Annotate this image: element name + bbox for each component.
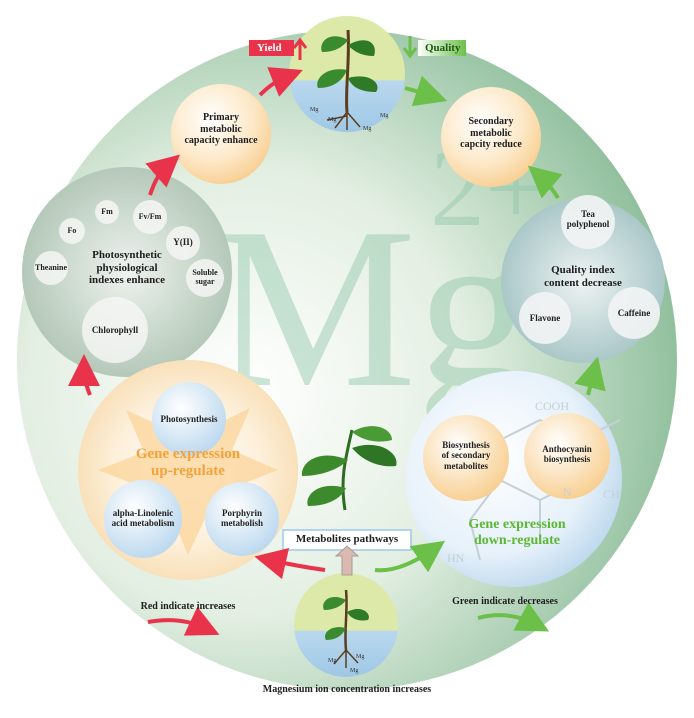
center-plant-leaf xyxy=(307,485,346,506)
anthocyanin-label: Anthocyanin biosynthesis xyxy=(542,444,592,465)
legend-green-text: Green indicate decreases xyxy=(452,596,558,607)
flavone-bubble xyxy=(519,292,571,344)
red-arrow-photo-to-primary xyxy=(145,154,181,196)
biosynthesis-bubble xyxy=(423,415,509,501)
tea-polyphenol-label: Tea polyphenol xyxy=(566,209,610,230)
center-plant-leaf xyxy=(352,426,392,442)
red-arrow-up-to-photo xyxy=(68,354,101,396)
fo-bubble xyxy=(59,218,85,244)
photosynthetic-circle xyxy=(22,167,232,377)
yield-label: Yield xyxy=(257,42,282,54)
anthocyanin-bubble xyxy=(524,413,610,499)
chlorophyll-bubble xyxy=(82,297,148,363)
gray-up-arrow xyxy=(334,545,360,576)
down-regulate-circle: COOH N CH HN xyxy=(406,371,622,587)
top-plant-leaf xyxy=(321,36,348,52)
theanine-label: Theanine xyxy=(34,263,67,272)
bottom-plant-leaf xyxy=(347,609,369,621)
quality-index-circle xyxy=(501,195,665,363)
green-arrow-down-to-quality xyxy=(574,356,606,396)
bottom-ion-label: Mg xyxy=(356,654,364,660)
molecule-label: N xyxy=(563,485,572,499)
up-regulate-title: Gene expression up-regulate xyxy=(135,446,241,480)
top-ion-label: Mg xyxy=(380,113,388,119)
primary-metabolic-circle xyxy=(171,84,271,184)
bottom-plant-circle: Mg Mg Mg xyxy=(294,573,398,677)
green-arrow-top-to-secondary xyxy=(404,75,448,107)
top-ion-label: Mg xyxy=(310,107,318,113)
red-arrow-primary-to-top xyxy=(258,67,303,97)
top-plant-circle: Mg Mg Mg Mg xyxy=(289,16,405,132)
molecule-label: COOH xyxy=(535,399,569,413)
top-plant-leaf xyxy=(348,76,378,92)
secondary-metabolic-label: Secondary metabolic capcity reduce xyxy=(460,116,522,150)
quality-tag-bg xyxy=(418,40,466,56)
down-regulate-title: Gene expression down-regulate xyxy=(468,517,566,549)
legend-red-text: Red indicate increases xyxy=(140,601,236,612)
top-plant-roots xyxy=(326,111,361,130)
fo-label: Fo xyxy=(67,226,77,235)
green-arrow-quality-to-secondary xyxy=(527,165,563,200)
bottom-plant-leaf xyxy=(323,597,346,610)
legend-green-arrow xyxy=(477,602,550,632)
bottom-plant-leaf xyxy=(324,627,346,640)
quality-index-title: Quality index content decrease xyxy=(544,264,622,289)
photosynthetic-title: Photosynthetic physiological indexes enh… xyxy=(88,249,166,287)
fm-bubble xyxy=(95,200,119,224)
yield-up-arrow xyxy=(292,37,308,60)
center-plant xyxy=(301,426,397,511)
photosynthesis-label: Photosynthesis xyxy=(160,414,218,424)
bottom-plant-roots xyxy=(333,649,359,668)
top-plant-leaf xyxy=(348,40,375,56)
top-ion-label: Mg xyxy=(328,117,336,123)
soluble-sugar-bubble xyxy=(186,259,224,297)
yield-tag-bg xyxy=(249,40,294,56)
up-regulate-circle xyxy=(78,360,298,580)
red-arrow-pathways-to-up xyxy=(254,547,326,580)
porphyrin-label: Porphyrin metabolish xyxy=(220,508,263,529)
caffeine-label: Caffeine xyxy=(617,308,651,318)
top-plant-leaf xyxy=(317,69,347,88)
linolenic-label: alpha-Linolenic acid metabolism xyxy=(111,508,175,529)
photosynthesis-bubble xyxy=(152,382,226,456)
tea-polyphenol-bubble xyxy=(561,195,615,249)
caffeine-bubble xyxy=(608,287,660,339)
center-plant-leaf xyxy=(301,455,348,476)
fm-label: Fm xyxy=(101,207,113,216)
biosynthesis-label: Biosynthesis of secondary metabolites xyxy=(441,440,491,471)
center-plant-leaf xyxy=(352,444,397,467)
flavone-label: Flavone xyxy=(529,313,561,323)
soluble-sugar-label: Soluble sugar xyxy=(192,268,218,287)
bottom-caption: Magnesium ion concentration increases xyxy=(262,684,432,695)
bottom-ion-label: Mg xyxy=(350,668,358,674)
green-arrow-pathways-to-down xyxy=(374,540,446,573)
theanine-bubble xyxy=(34,251,68,285)
quality-down-arrow xyxy=(402,36,418,59)
molecule-label: HN xyxy=(447,551,465,565)
metabolites-pathways-label: Metabolites pathways xyxy=(295,533,399,545)
fvfm-bubble xyxy=(133,200,167,234)
quality-label: Quality xyxy=(425,42,461,54)
secondary-metabolic-circle xyxy=(441,87,541,187)
linolenic-bubble xyxy=(104,480,182,558)
fvfm-label: Fv/Fm xyxy=(138,212,162,221)
molecule-label: CH xyxy=(603,487,620,501)
primary-metabolic-label: Primary metabolic capacity enhance xyxy=(184,112,258,146)
porphyrin-bubble xyxy=(205,482,279,556)
legend-red-arrow xyxy=(147,606,220,636)
top-plant-stem xyxy=(345,29,350,113)
bottom-ion-label: Mg xyxy=(328,658,336,664)
top-ion-label: Mg xyxy=(363,126,371,132)
yii-label: Y(II) xyxy=(173,237,193,247)
chlorophyll-label: Chlorophyll xyxy=(91,325,139,335)
yii-bubble xyxy=(166,226,200,260)
